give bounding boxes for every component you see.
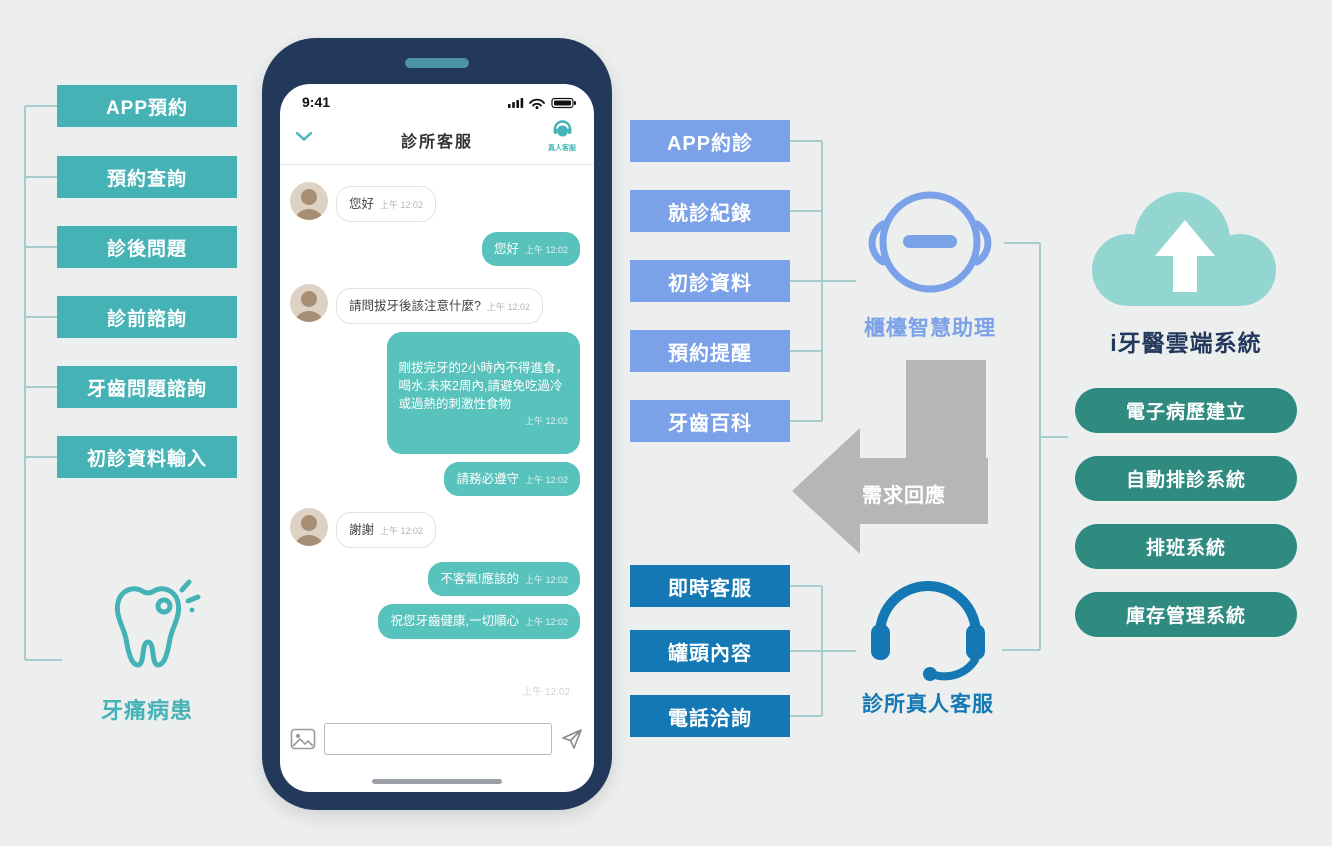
chat-title: 診所客服 [400, 134, 473, 151]
message-time: 上午 12:02 [524, 575, 568, 586]
human-service-chip: 電話洽詢 [630, 695, 790, 737]
message-time: 上午 12:02 [380, 200, 424, 210]
chat-area: 您好上午 12:02 您好上午 12:02 請問拔牙後該注意什麼?上午 12:0… [288, 168, 586, 716]
assistant-function-chip: APP約診 [630, 120, 790, 162]
tooth-icon [114, 579, 201, 668]
send-icon[interactable] [560, 727, 584, 751]
patient-need-chip: 預約查詢 [57, 156, 237, 198]
message-row: 請務必遵守上午 12:02 [288, 462, 586, 497]
message-time: 上午 12:02 [524, 415, 568, 426]
avatar [290, 182, 328, 220]
message-time: 上午 12:02 [524, 617, 568, 628]
message-bubble: 您好上午 12:02 [336, 186, 437, 223]
human-service-chip: 罐頭內容 [630, 630, 790, 672]
cloud-module-chip: 排班系統 [1075, 524, 1297, 569]
patient-need-chip: 牙齒問題諮詢 [57, 366, 237, 408]
message-bubble: 謝謝上午 12:02 [336, 512, 437, 549]
message-input[interactable] [324, 723, 552, 755]
message-bubble: 剛拔完牙的2小時內不得進食， 喝水.未來2周內,請避免吃過冷 或過熱的刺激性食物… [386, 332, 580, 455]
message-row: 祝您牙齒健康,一切順心上午 12:02 [288, 604, 586, 639]
cloud-title: i牙醫雲端系統 [1110, 330, 1262, 356]
message-row: 不客氣!應該的上午 12:02 [288, 562, 586, 597]
cloud-module-chip: 庫存管理系統 [1075, 592, 1297, 637]
assistant-function-chip: 初診資料 [630, 260, 790, 302]
faint-timestamp: 上午 12:02 [522, 686, 570, 698]
header-divider [280, 164, 594, 165]
agent-headset-icon [553, 120, 572, 137]
patient-need-chip: 初診資料輸入 [57, 436, 237, 478]
human-service-chip: 即時客服 [630, 565, 790, 607]
phone-screen: 9:41 [280, 84, 594, 792]
message-row: 您好上午 12:02 [288, 182, 586, 223]
avatar [290, 284, 328, 323]
message-text: 您好 [493, 242, 519, 257]
phone-speaker [405, 58, 469, 68]
assistant-function-chip: 牙齒百科 [630, 400, 790, 442]
status-icons [508, 97, 576, 109]
message-text: 剛拔完牙的2小時內不得進食， 喝水.未來2周內,請避免吃過冷 或過熱的刺激性食物 [398, 360, 568, 411]
message-time: 上午 12:02 [524, 245, 568, 256]
human-caption: 診所真人客服 [862, 693, 994, 716]
response-arrow-label: 需求回應 [862, 485, 946, 507]
message-time: 上午 12:02 [486, 302, 530, 313]
message-row: 謝謝上午 12:02 [288, 508, 586, 549]
message-text: 謝謝 [349, 523, 375, 538]
cloud-module-chip: 自動排診系統 [1075, 456, 1297, 501]
message-time: 上午 12:02 [380, 526, 424, 537]
avatar [290, 508, 328, 547]
status-time: 9:41 [302, 94, 331, 110]
assistant-function-chip: 預約提醒 [630, 330, 790, 372]
patient-caption: 牙痛病患 [100, 698, 193, 723]
robot-assistant-icon [868, 191, 992, 293]
message-row: 剛拔完牙的2小時內不得進食， 喝水.未來2周內,請避免吃過冷 或過熱的刺激性食物… [288, 332, 586, 455]
cloud-module-chip: 電子病歷建立 [1075, 388, 1297, 433]
assistant-function-chip: 就診紀錄 [630, 190, 790, 232]
message-bubble: 您好上午 12:02 [481, 232, 580, 267]
message-bubble: 請務必遵守上午 12:02 [444, 462, 580, 497]
message-text: 請務必遵守 [456, 472, 519, 487]
image-attach-icon[interactable] [290, 728, 316, 750]
patient-need-chip: 診前諮詢 [57, 296, 237, 338]
status-bar: 9:41 [280, 92, 594, 112]
message-bubble: 祝您牙齒健康,一切順心上午 12:02 [378, 604, 580, 639]
message-text: 祝您牙齒健康,一切順心 [390, 614, 519, 629]
chevron-down-icon[interactable] [296, 132, 312, 141]
chat-header: 診所客服 真人客服 [280, 118, 594, 162]
assistant-caption: 櫃檯智慧助理 [864, 317, 996, 340]
patient-need-chip: APP預約 [57, 85, 237, 127]
message-text: 請問拔牙後該注意什麼? [349, 299, 481, 314]
message-text: 不客氣!應該的 [440, 572, 519, 587]
message-bubble: 請問拔牙後該注意什麼? 上午 12:02 [336, 288, 543, 325]
message-row: 您好上午 12:02 [288, 232, 586, 267]
phone-frame: 9:41 [262, 38, 612, 810]
live-agent-button[interactable]: 真人客服 [540, 118, 584, 153]
cloud-upload-icon [1092, 192, 1276, 306]
message-text: 您好 [349, 197, 375, 211]
message-bubble: 不客氣!應該的上午 12:02 [428, 562, 580, 597]
message-time: 上午 12:02 [524, 475, 568, 486]
chat-input-bar [290, 720, 584, 758]
message-row: 請問拔牙後該注意什麼? 上午 12:02 [288, 284, 586, 325]
agent-label: 真人客服 [548, 145, 576, 152]
response-arrow-shape [792, 360, 988, 554]
home-indicator[interactable] [372, 779, 502, 784]
headset-agent-icon [871, 581, 985, 681]
patient-need-chip: 診後問題 [57, 226, 237, 268]
